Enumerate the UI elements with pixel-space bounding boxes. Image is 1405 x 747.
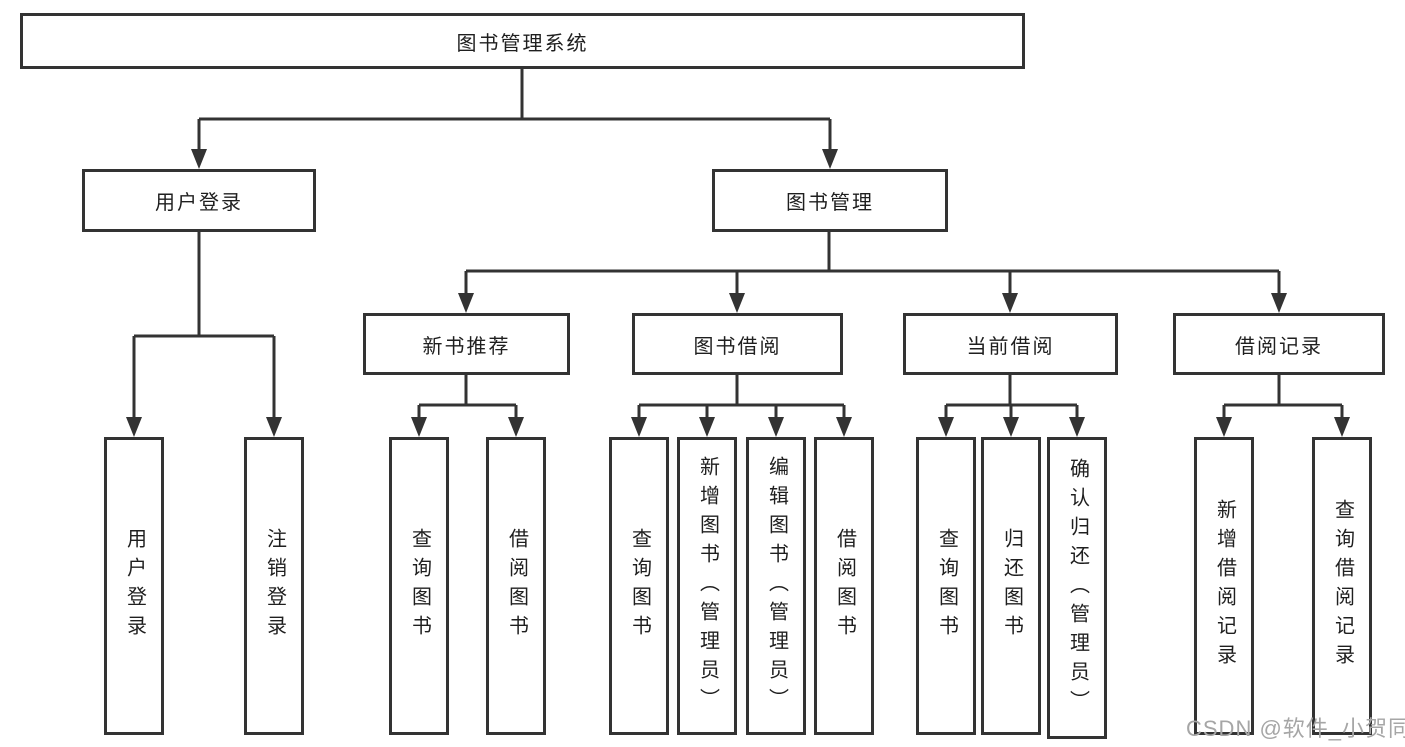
leaf-newbook-query-books: 查询图书	[389, 437, 449, 735]
leaf-newbook-query-books-label: 查询图书	[408, 528, 431, 644]
leaf-add-borrow-record-label: 新增借阅记录	[1213, 499, 1236, 673]
leaf-query-borrow-record-label: 查询借阅记录	[1331, 499, 1354, 673]
leaf-confirm-return-admin: 确认归还（管理员）	[1047, 437, 1107, 739]
leaf-borrow-books-label: 借阅图书	[833, 528, 856, 644]
node-borrowing-records-label: 借阅记录	[1235, 335, 1323, 358]
leaf-query-borrow-record: 查询借阅记录	[1312, 437, 1372, 735]
tree-edges	[132, 69, 1344, 420]
leaf-borrow-query-books: 查询图书	[609, 437, 669, 735]
node-book-management: 图书管理	[712, 169, 948, 232]
csdn-watermark: CSDN @软件_小贺同学	[1186, 716, 1405, 741]
node-current-borrowing-label: 当前借阅	[966, 335, 1055, 358]
leaf-user-login: 用户登录	[104, 437, 164, 735]
node-book-borrowing: 图书借阅	[632, 313, 843, 375]
leaf-user-login-label: 用户登录	[123, 528, 146, 644]
leaf-return-books-label: 归还图书	[1000, 528, 1023, 644]
leaf-logout: 注销登录	[244, 437, 304, 735]
node-current-borrowing: 当前借阅	[903, 313, 1118, 375]
arrowheads	[126, 149, 1350, 437]
leaf-edit-books-admin: 编辑图书（管理员）	[746, 437, 806, 735]
node-user-login: 用户登录	[82, 169, 316, 232]
leaf-newbook-borrow-books: 借阅图书	[486, 437, 546, 735]
node-book-management-label: 图书管理	[786, 192, 874, 214]
leaf-add-borrow-record: 新增借阅记录	[1194, 437, 1254, 735]
node-new-book-recommendation-label: 新书推荐	[422, 335, 511, 358]
node-borrowing-records: 借阅记录	[1173, 313, 1385, 375]
leaf-confirm-return-admin-label: 确认归还（管理员）	[1066, 457, 1089, 719]
leaf-newbook-borrow-books-label: 借阅图书	[505, 528, 528, 644]
leaf-current-query-books: 查询图书	[916, 437, 976, 735]
leaf-edit-books-admin-label: 编辑图书（管理员）	[765, 455, 788, 717]
leaf-current-query-books-label: 查询图书	[935, 528, 958, 644]
node-user-login-label: 用户登录	[155, 192, 243, 214]
leaf-add-books-admin-label: 新增图书（管理员）	[696, 455, 719, 717]
node-book-borrowing-label: 图书借阅	[693, 335, 782, 358]
leaf-add-books-admin: 新增图书（管理员）	[677, 437, 737, 735]
leaf-logout-label: 注销登录	[263, 528, 286, 644]
node-library-management-system: 图书管理系统	[20, 13, 1025, 69]
leaf-borrow-query-books-label: 查询图书	[628, 528, 651, 644]
node-library-management-system-label: 图书管理系统	[456, 32, 589, 55]
leaf-return-books: 归还图书	[981, 437, 1041, 735]
node-new-book-recommendation: 新书推荐	[363, 313, 570, 375]
leaf-borrow-books: 借阅图书	[814, 437, 874, 735]
